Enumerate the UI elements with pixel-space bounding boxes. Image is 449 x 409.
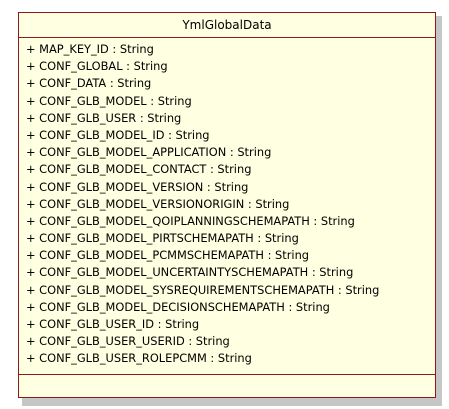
- attribute-conf-glb-model-qoiplanningschemapath: + CONF_GLB_MODEL_QOIPLANNINGSCHEMAPATH :…: [26, 213, 355, 228]
- attribute-conf-glb-model-contact: + CONF_GLB_MODEL_CONTACT : String: [26, 162, 252, 177]
- attribute-conf-glb-model-version: + CONF_GLB_MODEL_VERSION : String: [26, 179, 249, 194]
- uml-class-box[interactable]: YmlGlobalData + MAP_KEY_ID : String + CO…: [18, 12, 436, 398]
- attribute-compartment: + MAP_KEY_ID : String + CONF_GLOBAL : St…: [19, 38, 435, 375]
- attribute-conf-glb-model-versionorigin: + CONF_GLB_MODEL_VERSIONORIGIN : String: [26, 196, 290, 211]
- attribute-conf-glb-user-id: + CONF_GLB_USER_ID : String: [26, 317, 200, 331]
- attribute-conf-glb-user-rolepcmm: + CONF_GLB_USER_ROLEPCMM : String: [26, 351, 252, 366]
- attribute-conf-glb-model-pirtschemapath: + CONF_GLB_MODEL_PIRTSCHEMAPATH : String: [26, 231, 299, 246]
- attribute-conf-glb-model-sysrequirementschemapath: + CONF_GLB_MODEL_SYSREQUIREMENTSCHEMAPAT…: [26, 282, 380, 297]
- attribute-conf-glb-model-decisionschemapath: + CONF_GLB_MODEL_DECISIONSCHEMAPATH : St…: [26, 299, 330, 314]
- attribute-conf-glb-user: + CONF_GLB_USER : String: [26, 110, 182, 125]
- operation-compartment: [19, 375, 435, 397]
- attribute-conf-glb-model-id: + CONF_GLB_MODEL_ID : String: [26, 127, 210, 142]
- attribute-map-key-id: + MAP_KEY_ID : String: [26, 42, 154, 56]
- attribute-conf-glb-model-uncertaintyschemapath: + CONF_GLB_MODEL_UNCERTAINTYSCHEMAPATH :…: [26, 265, 354, 280]
- attribute-conf-glb-model: + CONF_GLB_MODEL : String: [26, 93, 192, 108]
- attribute-conf-glb-user-userid: + CONF_GLB_USER_USERID : String: [26, 334, 230, 349]
- attribute-conf-glb-model-application: + CONF_GLB_MODEL_APPLICATION : String: [26, 145, 272, 160]
- attribute-conf-global: + CONF_GLOBAL : String: [26, 59, 168, 74]
- attribute-conf-glb-model-pcmmschemapath: + CONF_GLB_MODEL_PCMMSCHEMAPATH : String: [26, 248, 310, 263]
- class-name: YmlGlobalData: [19, 13, 435, 38]
- attribute-conf-data: + CONF_DATA : String: [26, 76, 152, 91]
